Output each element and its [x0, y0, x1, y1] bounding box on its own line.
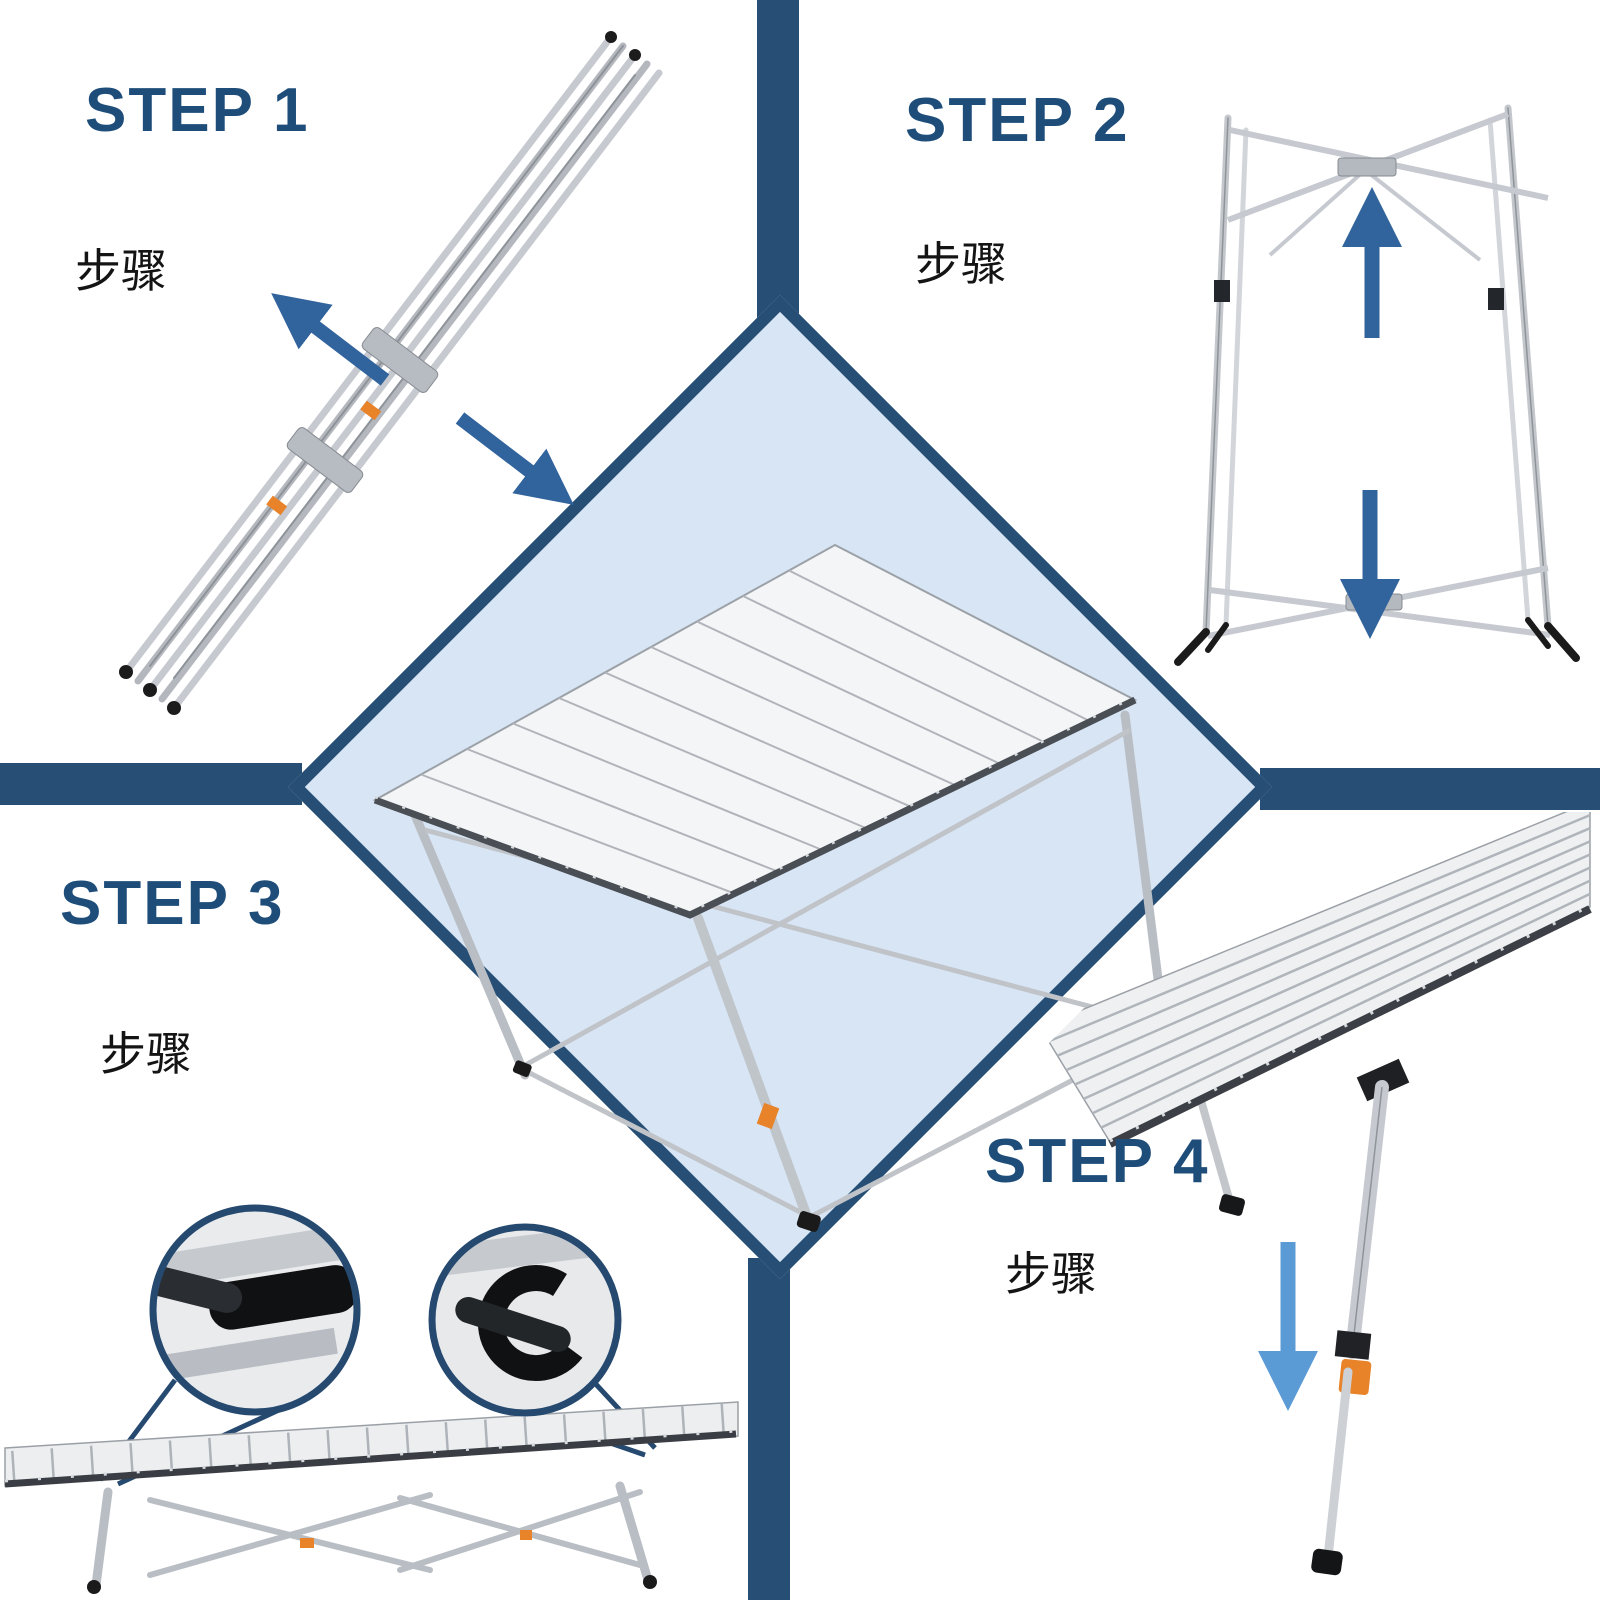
- step3-subtitle: 步骤: [100, 1028, 192, 1080]
- step1-title: STEP 1: [85, 76, 310, 145]
- slat-texture: [11, 1403, 736, 1481]
- leg-foot: [796, 1211, 821, 1232]
- assembled-table-photo: [372, 543, 1173, 1232]
- frame-hub: [286, 427, 364, 493]
- frame-hub: [361, 327, 439, 393]
- divider-bar-right: [1260, 768, 1600, 810]
- tabletop-slats: [420, 569, 1091, 895]
- step1-subtitle: 步骤: [75, 245, 167, 297]
- step4-title: STEP 4: [985, 1127, 1210, 1196]
- magnifier-inset-left: [149, 1204, 361, 1416]
- step4-leg-adjust-photo: [1030, 812, 1600, 1600]
- leg-clamp-orange: [756, 1102, 780, 1130]
- expand-arrow-downright-icon: [455, 412, 574, 505]
- folded-legs: [91, 1481, 653, 1590]
- divider-bar-bottom: [748, 1258, 790, 1600]
- step3-title: STEP 3: [60, 869, 285, 938]
- step2-title: STEP 2: [905, 86, 1130, 155]
- leg-bracket: [1357, 1059, 1410, 1101]
- pole-end-sleeve: [208, 1265, 357, 1330]
- step4-subtitle: 步骤: [1005, 1248, 1097, 1300]
- step1-folded-frame-photo: [119, 31, 663, 715]
- step2-subtitle: 步骤: [915, 238, 1007, 290]
- tabletop-slats: [1049, 815, 1590, 1128]
- rail-clamp: [1214, 280, 1230, 302]
- step2-open-frame-photo: [1174, 104, 1580, 666]
- divider-bar-left: [0, 763, 302, 805]
- folded-rods: [122, 33, 663, 712]
- frame-feet: [1174, 617, 1580, 666]
- step3-tabletop-underside-photo: [4, 1204, 739, 1594]
- leg-foot: [1310, 1548, 1343, 1576]
- magnifier-inset-right: [428, 1223, 622, 1417]
- rail-clamp: [1488, 288, 1504, 310]
- expand-arrow-upleft-icon: [271, 293, 390, 386]
- divider-bar-top: [757, 0, 799, 330]
